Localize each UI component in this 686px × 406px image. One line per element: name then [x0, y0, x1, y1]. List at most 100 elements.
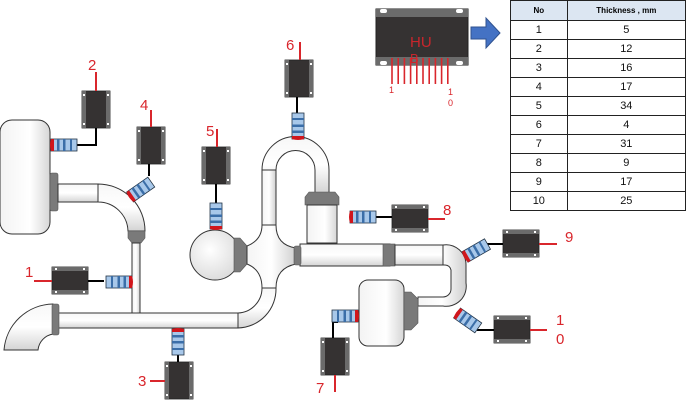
cell-no: 2 — [510, 39, 568, 59]
sensor-probe — [291, 112, 305, 140]
module-screw — [83, 268, 85, 270]
sensor-probe — [126, 176, 156, 203]
module-frame — [226, 147, 230, 184]
probe-stripe — [356, 211, 359, 223]
module-screw — [138, 159, 140, 161]
probe-stripe — [57, 139, 60, 151]
sensor-2[interactable]: 2 — [50, 57, 111, 152]
module-body — [201, 146, 231, 185]
cell-thickness: 31 — [566, 134, 686, 154]
cell-no: 1 — [510, 20, 568, 40]
module-screw — [346, 341, 348, 343]
hub-module[interactable]: HU B 1 1 0 — [375, 8, 469, 108]
header-no: No — [510, 0, 568, 21]
probe-stripe — [142, 180, 151, 192]
module-frame — [52, 290, 88, 294]
probe-stripe — [123, 276, 126, 288]
module-screw — [162, 130, 164, 132]
arrow-right-icon — [470, 16, 501, 50]
hub-hole — [456, 61, 463, 65]
cell-thickness: 34 — [566, 96, 686, 116]
mid-pipe-extension — [394, 244, 444, 266]
cell-no: 4 — [510, 77, 568, 97]
module-frame — [52, 267, 88, 271]
probe-tip — [349, 211, 353, 223]
sensor-probe — [209, 202, 223, 230]
elbow-flange — [127, 230, 146, 244]
probe-stripe — [172, 341, 184, 344]
sensor-probe — [50, 138, 78, 152]
mid-pipe-left-flange — [293, 245, 302, 266]
sensor-1[interactable]: 1 — [25, 264, 133, 295]
module-frame — [321, 338, 325, 375]
module-frame — [165, 362, 169, 399]
module-screw — [395, 206, 397, 208]
probe-tip — [462, 250, 471, 263]
module-screw — [525, 340, 527, 342]
probe-tip — [129, 276, 133, 288]
sensor-7[interactable]: 7 — [316, 309, 359, 397]
module-frame — [137, 127, 141, 164]
module-screw — [83, 94, 85, 96]
module-frame — [309, 60, 313, 97]
sensor-probe — [105, 275, 133, 289]
sensor-label: 2 — [88, 57, 96, 74]
sensor-label: 7 — [316, 380, 324, 397]
probe-stripe — [117, 276, 120, 288]
module-body — [164, 361, 194, 400]
sensor-10[interactable]: 10 — [453, 307, 565, 348]
left-tank — [0, 119, 51, 235]
hub-hole — [456, 9, 463, 13]
probe-tip — [292, 136, 304, 140]
module-screw — [310, 63, 312, 65]
module-screw — [423, 229, 425, 231]
hub-pin-last-label-line2: 0 — [448, 98, 453, 108]
sensor-9[interactable]: 9 — [461, 229, 573, 263]
hub-pin-last-label-line1: 1 — [448, 87, 453, 97]
upper-left-pipe — [57, 183, 99, 203]
round-tank-flange — [233, 237, 248, 273]
cable — [332, 321, 338, 338]
probe-stripe — [210, 214, 222, 217]
sensor-3[interactable]: 3 — [138, 328, 194, 400]
junction-vertical-pipe — [261, 169, 277, 226]
module-screw — [203, 179, 205, 181]
module-screw — [506, 231, 508, 233]
probe-stripe — [343, 310, 346, 322]
sensor-8[interactable]: 8 — [349, 202, 451, 233]
module-frame — [392, 228, 428, 232]
probe-stripe — [362, 211, 365, 223]
probe-tip — [172, 328, 184, 332]
lower-left-elbow — [3, 303, 54, 351]
sensor-6[interactable]: 6 — [284, 37, 314, 140]
probe-stripe — [63, 139, 66, 151]
sensor-label: 0 — [556, 331, 564, 348]
module-frame — [503, 253, 539, 257]
probe-stripe — [478, 241, 487, 253]
sensor-label: 3 — [138, 373, 146, 390]
hub-label-line2: B — [410, 51, 419, 66]
module-screw — [138, 130, 140, 132]
probe-stripe — [292, 118, 304, 120]
module-screw — [83, 291, 85, 293]
cell-no: 6 — [510, 115, 568, 135]
probe-stripe — [463, 314, 473, 327]
probe-stripe — [469, 318, 478, 330]
module-screw — [190, 394, 192, 396]
probe-stripe — [337, 310, 339, 322]
cell-thickness: 25 — [566, 191, 686, 211]
module-frame — [285, 60, 289, 97]
module-screw — [322, 370, 324, 372]
sensor-4[interactable]: 4 — [126, 97, 166, 203]
module-frame — [189, 362, 193, 399]
module-screw — [346, 370, 348, 372]
probe-stripe — [210, 208, 222, 210]
sensor-5[interactable]: 5 — [201, 123, 231, 230]
module-screw — [107, 94, 109, 96]
module-body — [51, 266, 89, 295]
module-screw — [203, 150, 205, 152]
cell-thickness: 16 — [566, 58, 686, 78]
module-screw — [497, 340, 499, 342]
